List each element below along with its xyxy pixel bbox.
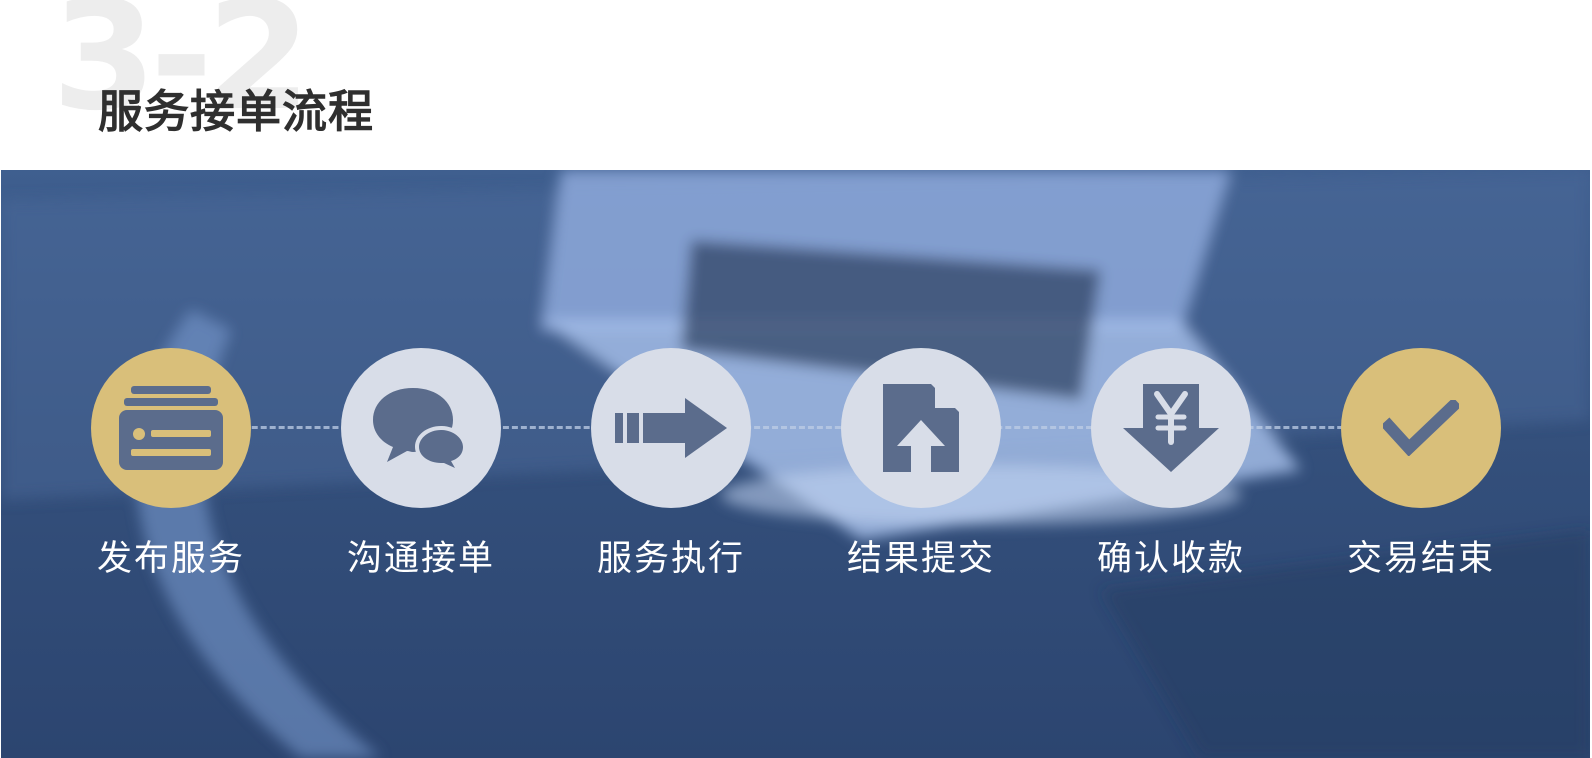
step-circle: [1091, 348, 1251, 508]
section-number: 3-2: [52, 0, 311, 144]
header: 3-2 服务接单流程: [0, 0, 1592, 170]
page-title: 服务接单流程: [98, 85, 375, 138]
process-banner: 发布服务 沟通接单 服务执行: [1, 170, 1590, 758]
step-label: 沟通接单: [346, 539, 495, 579]
step-circle: [341, 348, 501, 508]
step-transaction-complete: 交易结束: [1341, 348, 1501, 581]
arrow-right-icon: [615, 398, 727, 458]
step-label: 服务执行: [596, 539, 745, 579]
step-circle: [91, 348, 251, 508]
yen-download-icon: [1123, 384, 1219, 472]
step-confirm-payment: 确认收款: [1091, 348, 1251, 581]
step-execute-service: 服务执行: [591, 348, 751, 581]
file-upload-icon: [883, 384, 959, 472]
step-label: 确认收款: [1096, 539, 1245, 579]
step-submit-result: 结果提交: [841, 348, 1001, 581]
step-circle: [841, 348, 1001, 508]
chat-bubbles-icon: [373, 388, 467, 470]
process-connector-line: [171, 426, 1406, 429]
step-publish-service: 发布服务: [91, 348, 251, 581]
step-label: 交易结束: [1346, 539, 1495, 579]
step-communicate: 沟通接单: [341, 348, 501, 581]
step-circle: [1341, 348, 1501, 508]
checkmark-icon: [1383, 400, 1459, 456]
step-label: 发布服务: [96, 539, 245, 579]
id-card-icon: [119, 386, 223, 470]
step-label: 结果提交: [846, 539, 995, 579]
step-circle: [591, 348, 751, 508]
